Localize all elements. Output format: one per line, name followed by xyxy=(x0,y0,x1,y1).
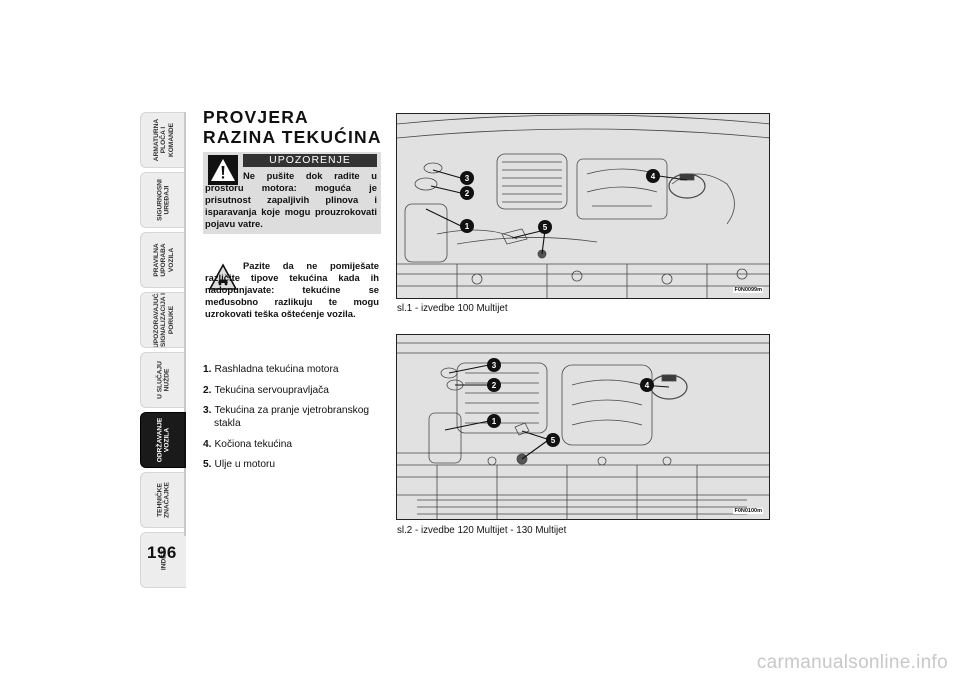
label-3: 3 xyxy=(460,171,474,185)
tab-index[interactable]: INDEX xyxy=(140,532,186,588)
svg-text:1: 1 xyxy=(465,222,470,231)
label-3: 3 xyxy=(487,358,501,372)
list-item: 5.Ulje u motoru xyxy=(203,459,276,471)
section-title: PROVJERA RAZINA TEKUĆINA xyxy=(203,107,382,147)
label-1: 1 xyxy=(487,414,501,428)
svg-text:1: 1 xyxy=(492,417,497,426)
watermark: carmanualsonline.info xyxy=(756,652,948,673)
tab-divider-bottom xyxy=(184,468,186,536)
list-item: 4.Kočiona tekućina xyxy=(203,438,293,450)
label-2: 2 xyxy=(487,378,501,392)
label-2: 2 xyxy=(460,186,474,200)
svg-text:5: 5 xyxy=(543,223,548,232)
tab-divider xyxy=(184,112,186,412)
svg-text:2: 2 xyxy=(492,381,497,390)
figure-caption-2: sl.2 - izvedbe 120 Multijet - 130 Multij… xyxy=(397,525,567,536)
caution-car-icon xyxy=(208,262,238,292)
page-number: 196 xyxy=(147,543,177,562)
list-item: 3.Tekućina za pranje vjetrobranskog stak… xyxy=(203,405,370,429)
label-4: 4 xyxy=(646,169,660,183)
caution-box: Pazite da ne pomiješate različite tipove… xyxy=(203,256,381,348)
svg-text:4: 4 xyxy=(651,172,656,181)
engine-bay-illustration-1: 1 2 3 4 5 xyxy=(397,114,769,298)
warning-box: UPOZORENJE Ne pušite dok radite u prosto… xyxy=(203,152,381,234)
svg-text:3: 3 xyxy=(492,361,497,370)
caution-text: Pazite da ne pomiješate različite tipove… xyxy=(205,260,379,319)
label-5: 5 xyxy=(538,220,552,234)
label-4: 4 xyxy=(640,378,654,392)
figure-caption-1: sl.1 - izvedbe 100 Multijet xyxy=(397,303,508,314)
list-item: 2.Tekućina servoupravljača xyxy=(203,384,329,396)
warning-header: UPOZORENJE xyxy=(243,154,377,167)
svg-text:4: 4 xyxy=(645,381,650,390)
engine-bay-figure-1: 1 2 3 4 5 F0N0099m xyxy=(396,113,770,299)
label-1: 1 xyxy=(460,219,474,233)
tab-upozoravajuca-signalizacija[interactable]: UPOZORAVAJUĆA SIGNALIZACIJA I PORUKE xyxy=(140,292,186,348)
tab-divider-active xyxy=(184,412,186,468)
svg-text:5: 5 xyxy=(551,436,556,445)
tab-u-slucaju-nuzde[interactable]: U SLUČAJU NUŽDE xyxy=(140,352,186,408)
svg-text:2: 2 xyxy=(465,189,470,198)
engine-bay-illustration-2: 1 2 3 4 5 xyxy=(397,335,769,519)
svg-text:3: 3 xyxy=(465,174,470,183)
figure-code: F0N0100m xyxy=(733,508,763,514)
fluid-list: 1.Rashladna tekućina motora 2.Tekućina s… xyxy=(203,364,379,480)
tab-armaturna-ploca[interactable]: ARMATURNA PLOČA I KOMANDE xyxy=(140,112,186,168)
tab-tehnicke-znacajke[interactable]: TEHNIČKE ZNAČAJKE xyxy=(140,472,186,528)
label-5: 5 xyxy=(546,433,560,447)
figure-code: F0N0099m xyxy=(733,287,763,293)
warning-text: Ne pušite dok radite u prostoru motora: … xyxy=(205,170,377,229)
engine-bay-figure-2: 1 2 3 4 5 F0N0100m xyxy=(396,334,770,520)
list-item: 1.Rashladna tekućina motora xyxy=(203,364,339,375)
tab-pravilna-uporaba[interactable]: PRAVILNA UPORABA VOZILA xyxy=(140,232,186,288)
tab-odrzavanje-vozila[interactable]: ODRŽAVANJE VOZILA xyxy=(140,412,186,468)
tab-sigurnosni-uredaji[interactable]: SIGURNOSNI UREĐAJI xyxy=(140,172,186,228)
warning-triangle-icon xyxy=(208,155,238,185)
